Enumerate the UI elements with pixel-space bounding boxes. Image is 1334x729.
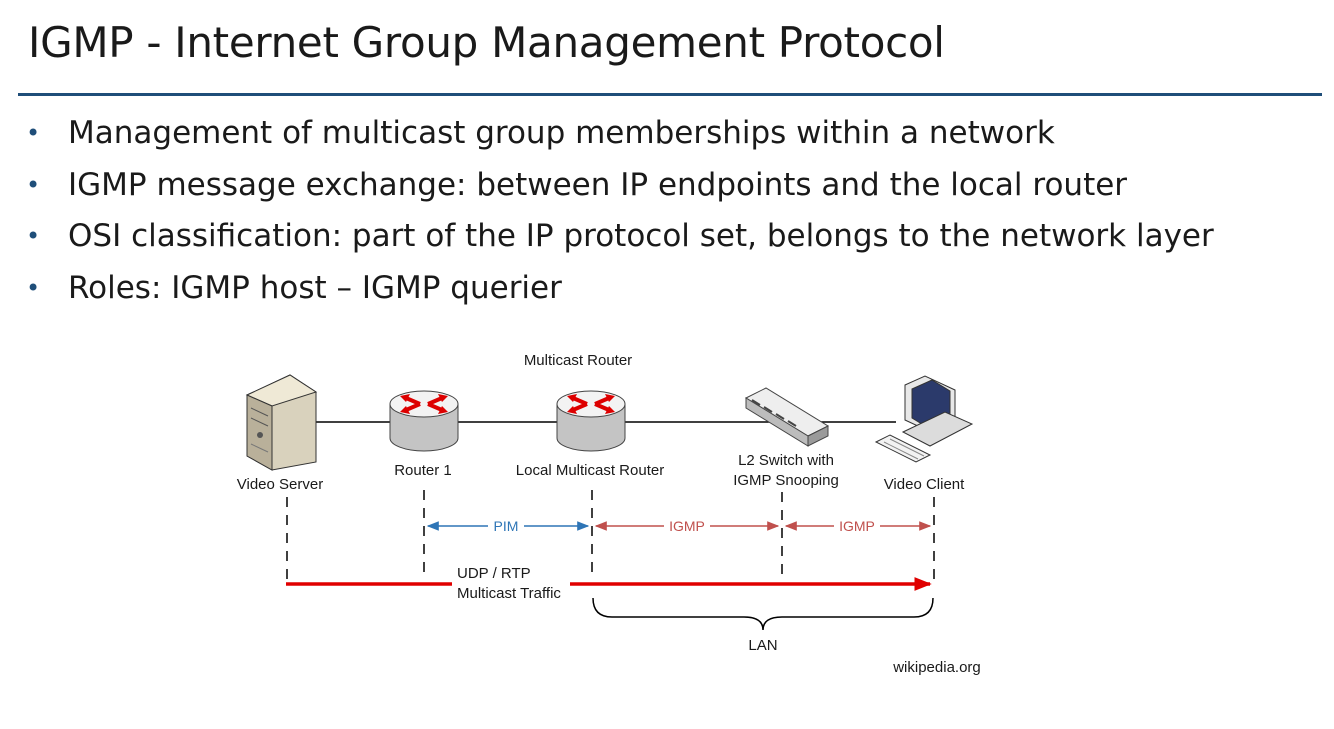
traffic-label-line2: Multicast Traffic (457, 585, 561, 602)
igmp-label: IGMP (669, 518, 705, 534)
bullet-dot: • (26, 119, 41, 147)
pim-label: PIM (494, 518, 519, 534)
switch-label-line2: IGMP Snooping (733, 472, 839, 489)
router-icon (389, 390, 459, 452)
bullet-dot: • (26, 170, 41, 199)
router1-label: Router 1 (394, 462, 452, 479)
traffic-label-line1: UDP / RTP (457, 565, 531, 582)
bullet-text: OSI classification: part of the IP proto… (68, 218, 1214, 254)
multicast-router-header: Multicast Router (524, 352, 632, 369)
lan-brace (592, 597, 934, 631)
switch-icon (744, 387, 830, 447)
title-divider (18, 93, 1322, 96)
bullet-item: • Management of multicast group membershi… (26, 108, 1214, 160)
bullet-item: • Roles: IGMP host – IGMP querier (26, 263, 1214, 315)
guide-lines (286, 490, 935, 580)
bullet-item: • IGMP message exchange: between IP endpo… (26, 160, 1214, 212)
video-server-label: Video Server (237, 476, 323, 493)
bullet-dot: • (26, 222, 41, 250)
computer-icon (874, 375, 974, 463)
local-router-label: Local Multicast Router (516, 462, 664, 479)
igmp-label: IGMP (839, 518, 875, 534)
video-client-label: Video Client (884, 476, 965, 493)
multicast-router-icon (556, 390, 626, 452)
bullet-item: • OSI classification: part of the IP prot… (26, 211, 1214, 263)
switch-label-line1: L2 Switch with (738, 452, 834, 469)
bullet-text: IGMP message exchange: between IP endpoi… (68, 166, 1128, 203)
bullet-text: Roles: IGMP host – IGMP querier (68, 269, 562, 306)
source-label: wikipedia.org (892, 659, 981, 676)
slide-title: IGMP - Internet Group Management Protoco… (28, 18, 945, 67)
bullet-dot: • (26, 273, 41, 302)
video-server-icon (245, 374, 318, 471)
bullet-list: • Management of multicast group membershi… (26, 108, 1214, 314)
lan-label: LAN (748, 637, 777, 654)
bullet-text: Management of multicast group membership… (68, 115, 1055, 151)
